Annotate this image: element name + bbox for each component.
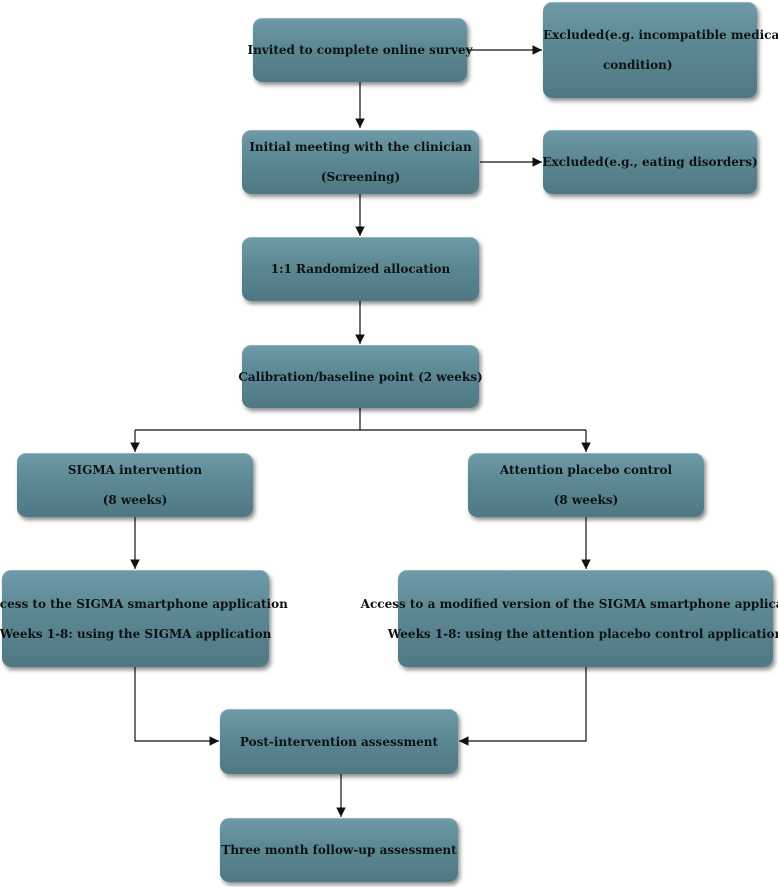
- node-randomized-allocation: 1:1 Randomized allocation: [242, 237, 479, 301]
- node-excluded-1-line-2: condition): [603, 58, 673, 72]
- node-post-intervention: Post-intervention assessment: [220, 709, 458, 774]
- node-access-sigma-app: Access to the SIGMA smartphone applicati…: [0, 570, 288, 667]
- node-placebo-line-2: (8 weeks): [553, 493, 619, 507]
- node-access-placebo-line-1: Access to a modified version of the SIGM…: [360, 596, 778, 611]
- node-screening-line-1: Initial meeting with the clinician: [249, 140, 472, 154]
- node-sigma-intervention: SIGMA intervention (8 weeks): [17, 453, 253, 517]
- node-excluded-1: Excluded(e.g. incompatible medical condi…: [543, 2, 778, 98]
- node-calibration: Calibration/baseline point (2 weeks): [238, 345, 483, 408]
- node-sigma-line-2: (8 weeks): [102, 493, 168, 507]
- arrow-access-placebo-to-post: [459, 667, 587, 746]
- node-access-sigma-line-2: Weeks 1-8: using the SIGMA application: [0, 626, 272, 641]
- node-placebo-control: Attention placebo control (8 weeks): [468, 453, 704, 517]
- node-access-sigma-line-1: Access to the SIGMA smartphone applicati…: [0, 596, 288, 611]
- node-calibration-line-1: Calibration/baseline point (2 weeks): [238, 369, 483, 384]
- node-invited: Invited to complete online survey: [247, 18, 473, 82]
- node-screening: Initial meeting with the clinician (Scre…: [242, 130, 479, 194]
- connector-calibration-split: [135, 408, 586, 431]
- node-access-placebo-line-2: Weeks 1-8: using the attention placebo c…: [387, 626, 778, 641]
- node-placebo-line-1: Attention placebo control: [499, 463, 673, 477]
- node-excluded-2-line-1: Excluded(e.g., eating disorders): [542, 155, 758, 169]
- node-post-line-1: Post-intervention assessment: [239, 734, 439, 749]
- arrow-access-sigma-to-post: [134, 667, 219, 746]
- node-followup: Three month follow-up assessment: [220, 818, 458, 882]
- node-randomized-line-1: 1:1 Randomized allocation: [270, 262, 451, 276]
- node-excluded-1-line-1: Excluded(e.g. incompatible medical: [543, 28, 778, 42]
- node-excluded-2: Excluded(e.g., eating disorders): [542, 130, 758, 194]
- node-screening-line-2: (Screening): [320, 170, 401, 184]
- node-followup-line-1: Three month follow-up assessment: [221, 843, 457, 857]
- node-access-placebo-app: Access to a modified version of the SIGM…: [361, 570, 778, 667]
- node-invited-line-1: Invited to complete online survey: [247, 43, 473, 57]
- node-sigma-line-1: SIGMA intervention: [67, 463, 203, 477]
